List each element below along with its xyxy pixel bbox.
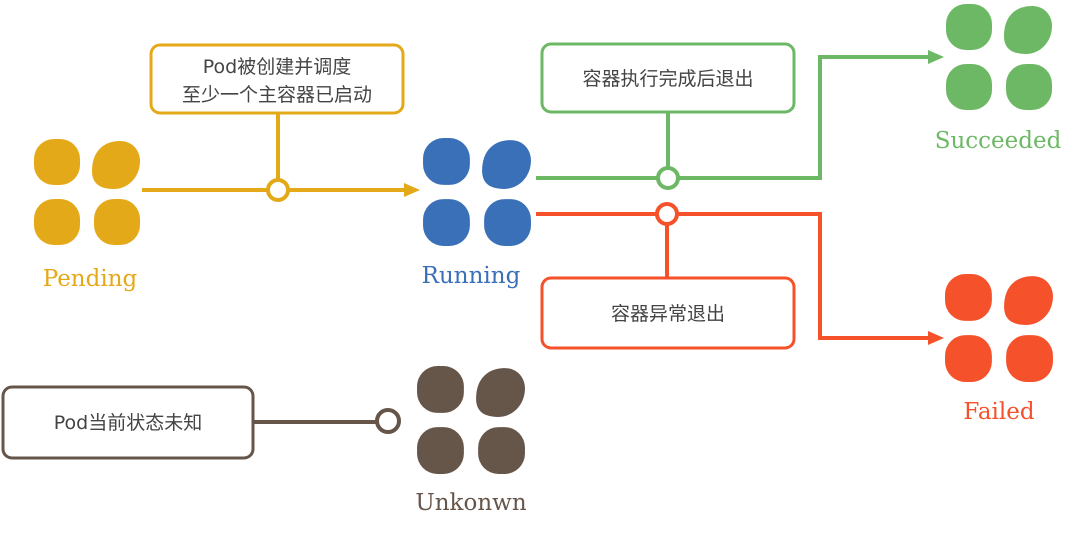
- running-to-succeeded-transition: 容器执行完成后退出: [536, 42, 944, 190]
- pending-state: Pending: [34, 139, 140, 292]
- pod-blob-icon: [945, 274, 1053, 382]
- running-to-succeeded-box: [540, 42, 796, 114]
- pod-blob-icon: [946, 4, 1052, 110]
- failed-state: Failed: [945, 274, 1053, 425]
- unknown-note: Pod当前状态未知: [1, 385, 401, 460]
- running-to-failed-transition: 容器异常退出: [536, 202, 944, 350]
- unknown-state: Unkonwn: [415, 366, 527, 516]
- failed-label: Failed: [963, 399, 1034, 425]
- running-to-succeeded-text: 容器执行完成后退出: [582, 68, 753, 90]
- pending-label: Pending: [43, 266, 138, 292]
- junction-dot-icon: [375, 408, 401, 434]
- junction-dot-icon: [655, 202, 679, 226]
- pending-to-running-box: [149, 43, 405, 115]
- running-to-failed-box: [540, 276, 796, 350]
- succeeded-state: Succeeded: [935, 4, 1062, 154]
- unknown-note-text: Pod当前状态未知: [54, 412, 202, 434]
- running-state: Running: [422, 138, 531, 289]
- pod-blob-icon: [423, 138, 531, 246]
- running-label: Running: [422, 263, 521, 289]
- succeeded-label: Succeeded: [935, 128, 1062, 154]
- pending-to-running-text-line1: Pod被创建并调度: [203, 56, 351, 78]
- junction-dot-icon: [656, 166, 680, 190]
- pending-to-running-text-line2: 至少一个主容器已启动: [182, 84, 372, 106]
- pending-to-running-transition: Pod被创建并调度 至少一个主容器已启动: [142, 43, 420, 202]
- pod-blob-icon: [417, 366, 525, 474]
- pod-blob-icon: [34, 139, 140, 245]
- junction-dot-icon: [266, 178, 290, 202]
- running-to-failed-text: 容器异常退出: [611, 303, 725, 325]
- unknown-note-box: [1, 385, 255, 460]
- arrow-head-icon: [404, 183, 420, 197]
- arrow-head-icon: [928, 50, 944, 64]
- unknown-label: Unkonwn: [415, 490, 526, 516]
- arrow-head-icon: [928, 331, 944, 345]
